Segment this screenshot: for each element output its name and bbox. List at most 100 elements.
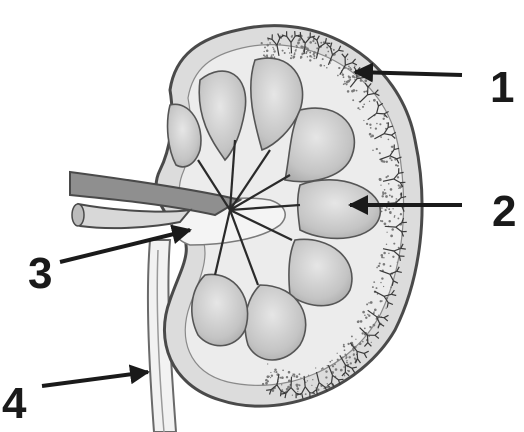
cortex-dot <box>386 244 387 245</box>
cortex-dot <box>378 265 380 267</box>
cortex-dot <box>332 365 334 367</box>
cortex-dot <box>399 186 401 188</box>
cortex-dot <box>281 384 282 385</box>
cortex-dot <box>292 375 294 377</box>
cortex-dot <box>385 195 388 198</box>
cortex-dot <box>294 52 295 53</box>
vessel-branch <box>291 377 292 388</box>
cortex-dot <box>350 362 352 364</box>
cortex-dot <box>347 90 350 93</box>
cortex-dot <box>298 384 300 386</box>
cortex-dot <box>311 385 312 386</box>
cortex-dot <box>273 50 275 52</box>
cortex-dot <box>300 377 301 378</box>
cortex-dot <box>386 232 387 233</box>
cortex-dot <box>397 217 399 219</box>
cortex-dot <box>388 220 390 222</box>
cortex-dot <box>390 188 393 191</box>
cortex-dot <box>343 344 345 346</box>
cortex-dot <box>343 366 345 368</box>
callout-arrow-4 <box>42 372 148 386</box>
cortex-dot <box>373 99 376 102</box>
cortex-dot <box>344 375 345 376</box>
cortex-dot <box>359 109 360 110</box>
cortex-dot <box>366 123 368 125</box>
cortex-dot <box>322 58 324 60</box>
cortex-dot <box>271 375 273 377</box>
cortex-dot <box>383 257 384 258</box>
cortex-dot <box>391 159 393 161</box>
cortex-dot <box>325 54 327 56</box>
cortex-dot <box>388 183 390 185</box>
cortex-dot <box>274 371 275 372</box>
cortex-dot <box>290 57 292 59</box>
cortex-dot <box>376 267 378 269</box>
cortex-dot <box>329 361 331 363</box>
cortex-dot <box>379 152 381 154</box>
cortex-dot <box>351 335 353 337</box>
cortex-dot <box>320 42 322 44</box>
cortex-dot <box>270 372 271 373</box>
cortex-dot <box>386 161 388 163</box>
cortex-dot <box>356 90 358 92</box>
cortex-dot <box>295 49 296 50</box>
cortex-dot <box>380 300 382 302</box>
vessel-branch <box>300 32 301 37</box>
cortex-dot <box>390 286 392 288</box>
cortex-dot <box>307 49 310 52</box>
cortex-dot <box>381 256 383 258</box>
cortex-dot <box>337 75 339 77</box>
cortex-dot <box>282 369 284 371</box>
cortex-dot <box>293 56 296 59</box>
cortex-dot <box>364 79 367 82</box>
cortex-dot <box>275 371 277 373</box>
cortex-dot <box>382 193 384 195</box>
cortex-dot <box>326 67 328 69</box>
cortex-dot <box>366 303 368 305</box>
cortex-dot <box>288 371 291 374</box>
cortex-dot <box>342 73 344 75</box>
cortex-dot <box>274 369 277 372</box>
cortex-dot <box>390 235 393 238</box>
cortex-dot <box>273 48 275 50</box>
cortex-dot <box>264 56 266 58</box>
cortex-dot <box>296 375 299 378</box>
cortex-dot <box>345 354 347 356</box>
cortex-dot <box>383 286 384 287</box>
cortex-dot <box>272 389 274 391</box>
cortex-dot <box>262 383 264 385</box>
cortex-dot <box>272 54 274 56</box>
cortex-dot <box>359 74 361 76</box>
cortex-dot <box>354 77 355 78</box>
cortex-dot <box>325 376 327 378</box>
cortex-dot <box>378 315 379 316</box>
cortex-dot <box>337 359 339 361</box>
cortex-dot <box>271 54 272 55</box>
cortex-dot <box>266 54 268 56</box>
cortex-dot <box>355 339 356 340</box>
cortex-dot <box>347 80 350 83</box>
cortex-dot <box>272 47 273 48</box>
cortex-dot <box>364 314 366 316</box>
cortex-dot <box>344 83 346 85</box>
cortex-dot <box>309 55 311 57</box>
cortex-dot <box>352 99 354 101</box>
cortex-dot <box>306 51 308 53</box>
cortex-dot <box>353 349 355 351</box>
cortex-dot <box>388 139 390 141</box>
cortex-dot <box>387 175 389 177</box>
cortex-dot <box>365 316 367 318</box>
cortex-dot <box>320 64 323 67</box>
cortex-dot <box>369 124 371 126</box>
cortex-dot <box>389 195 391 197</box>
cortex-dot <box>312 40 314 42</box>
cortex-dot <box>266 50 269 53</box>
cortex-dot <box>383 263 386 266</box>
cortex-dot <box>386 308 387 309</box>
cortex-dot <box>299 38 302 41</box>
cortex-dot <box>317 389 319 391</box>
cortex-dot <box>338 67 340 69</box>
cortex-dot <box>360 320 363 323</box>
cortex-dot <box>394 216 396 218</box>
